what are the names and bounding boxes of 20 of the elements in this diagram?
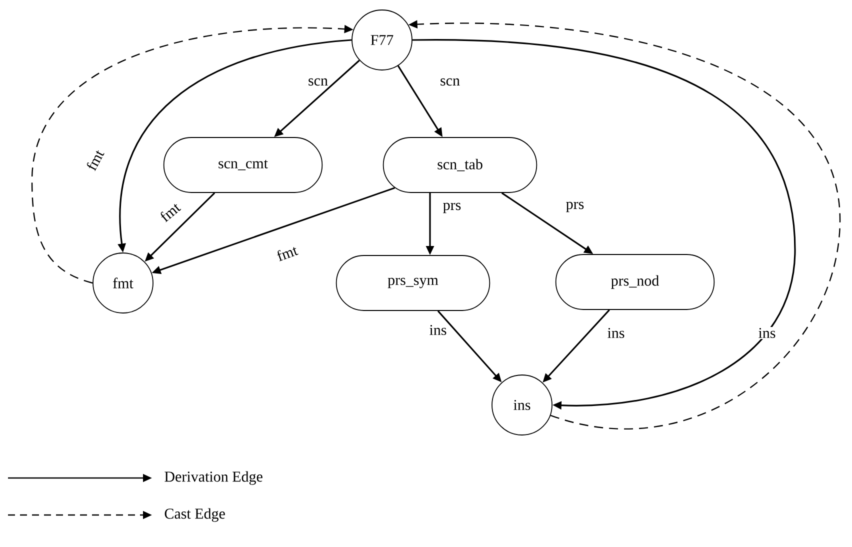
rounded-box: prs_sym — [336, 255, 490, 311]
rounded-box: prs_nod — [555, 254, 715, 310]
circle-node: ins — [492, 374, 552, 436]
edge-label: fmt — [157, 200, 183, 224]
rounded-box: scn_tab — [382, 137, 538, 193]
circle-node: fmt — [92, 252, 154, 314]
edge-label: ins — [757, 326, 777, 340]
circle-node: F77 — [352, 10, 412, 70]
arrow — [412, 39, 796, 410]
edge-label: prs — [564, 200, 586, 214]
legend-text: Derivation Edge — [164, 471, 262, 485]
rounded-box: scn_cmt — [163, 137, 323, 193]
edge-label: scn — [307, 77, 329, 87]
legend-text: Cast Edge — [164, 508, 225, 522]
edge-label: ins — [428, 324, 448, 336]
edge-label: fmt — [274, 243, 300, 263]
edge-label: prs — [442, 202, 462, 214]
edge-label: ins — [606, 326, 626, 340]
edge-label: scn — [439, 77, 461, 87]
edge-label: fmt — [84, 146, 106, 174]
